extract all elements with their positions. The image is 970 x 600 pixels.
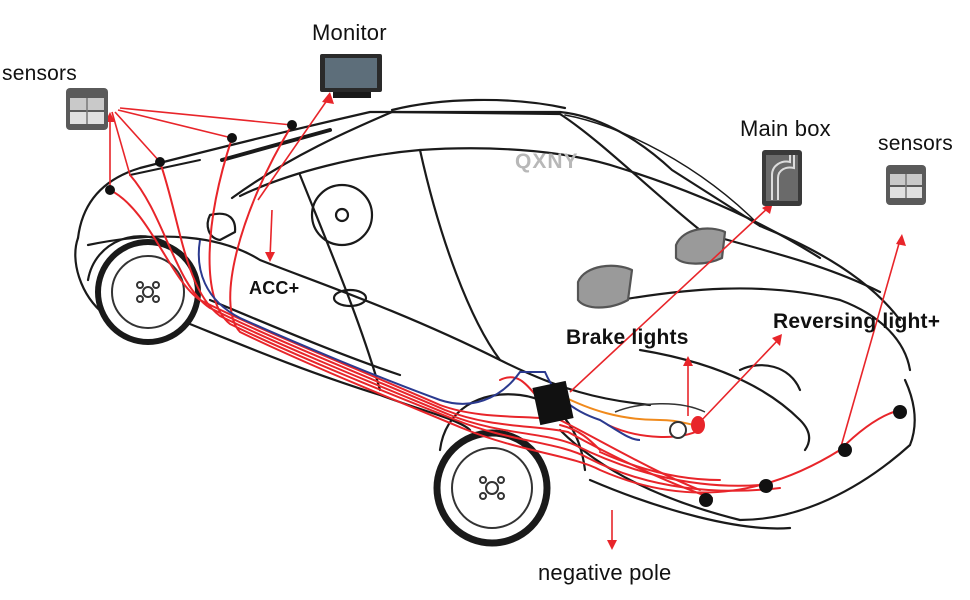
- front-wheel: [95, 239, 201, 345]
- label-reversing-light: Reversing light+: [773, 310, 941, 333]
- wire-blue: [197, 239, 641, 441]
- tail-light: [614, 403, 706, 439]
- sensor-icon: [886, 165, 926, 205]
- label-negative-pole: negative pole: [538, 560, 672, 585]
- main-box-icon: [762, 150, 802, 206]
- label-brake-lights: Brake lights: [566, 326, 689, 349]
- wiring-harness-red: [109, 124, 901, 499]
- sensor-icon: [66, 88, 108, 130]
- label-sensors-left: sensors: [2, 62, 77, 85]
- label-acc: ACC+: [249, 278, 300, 298]
- label-sensors-right: sensors: [878, 132, 953, 155]
- wire-orange: [559, 394, 696, 426]
- main-box-installed: [532, 380, 574, 426]
- sensor-dots: [105, 120, 907, 507]
- watermark: QXNY: [515, 150, 579, 173]
- monitor-icon: [320, 54, 382, 98]
- car-body: [74, 98, 916, 530]
- label-main-box: Main box: [740, 116, 831, 141]
- pointer-lines: [109, 95, 901, 545]
- label-monitor: Monitor: [312, 20, 387, 45]
